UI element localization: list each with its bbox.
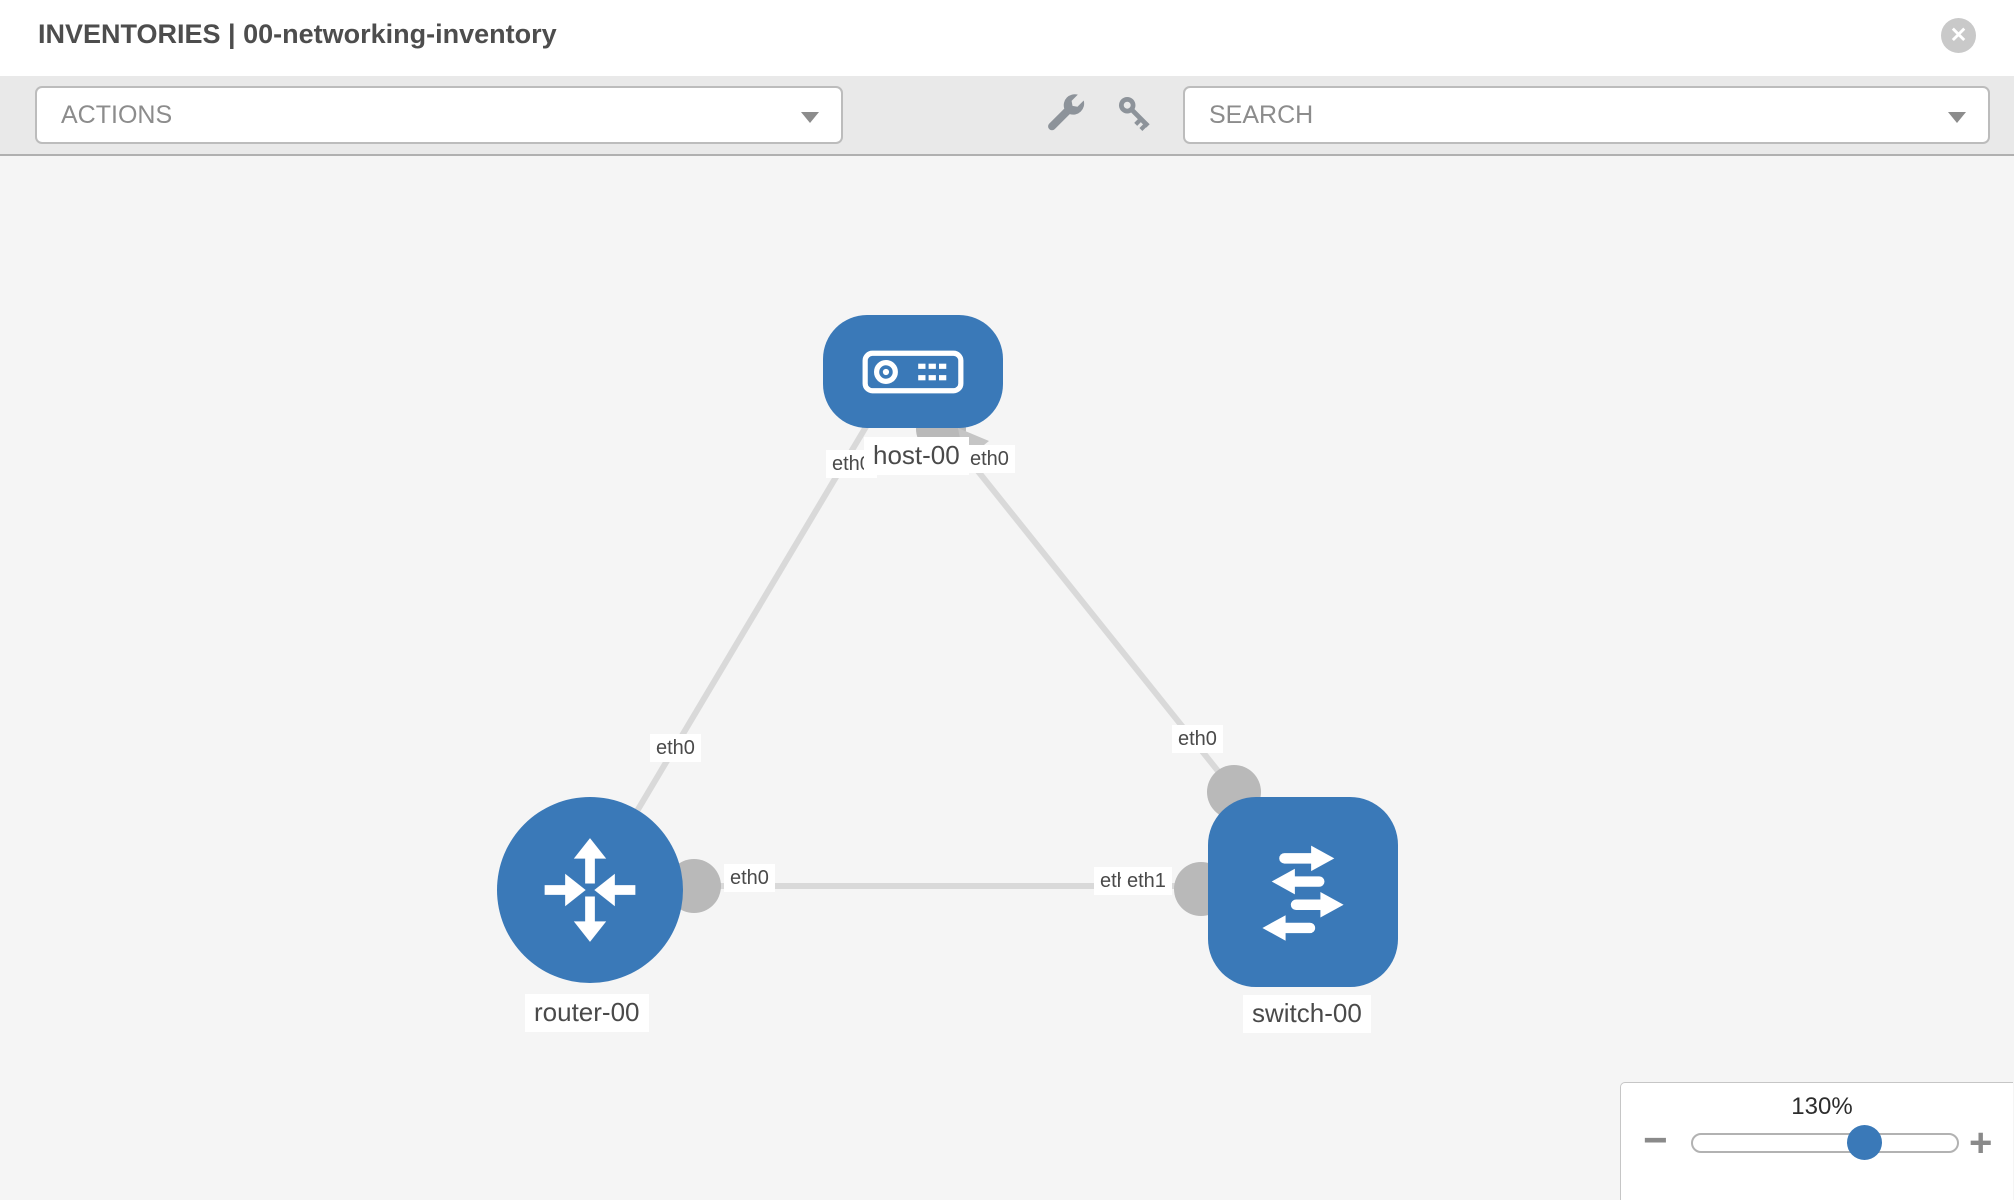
search-dropdown[interactable]: SEARCH (1183, 86, 1990, 144)
chevron-down-icon (801, 112, 819, 123)
interface-label-router-eth0-uplink: eth0 (650, 734, 701, 762)
search-dropdown-placeholder: SEARCH (1209, 100, 1314, 129)
zoom-in-button[interactable]: + (1969, 1121, 1993, 1165)
actions-dropdown-label: ACTIONS (61, 100, 173, 129)
node-label-router: router-00 (525, 994, 649, 1032)
topology-canvas[interactable] (0, 156, 2014, 1200)
window-header: INVENTORIES | 00-networking-inventory ✕ (0, 0, 2014, 76)
interface-label-switch-eth0-uplink: eth0 (1172, 725, 1223, 753)
node-label-switch: switch-00 (1243, 995, 1371, 1033)
node-router-00[interactable] (497, 797, 683, 983)
zoom-out-button[interactable]: − (1643, 1116, 1668, 1163)
node-label-host: host-00 (864, 437, 969, 475)
node-switch-00[interactable] (1208, 797, 1398, 987)
key-icon[interactable] (1113, 91, 1157, 135)
interface-label-host-eth0-right: eth0 (964, 445, 1015, 473)
zoom-slider-thumb[interactable] (1847, 1125, 1882, 1160)
close-icon[interactable]: ✕ (1941, 18, 1976, 53)
chevron-down-icon (1948, 112, 1966, 123)
interface-label-router-eth0: eth0 (724, 864, 775, 892)
wrench-icon[interactable] (1043, 91, 1087, 135)
actions-dropdown[interactable]: ACTIONS (35, 86, 843, 144)
page-title: INVENTORIES | 00-networking-inventory (38, 19, 557, 49)
switch-icon (1262, 845, 1344, 941)
toolbar: ACTIONS SEARCH (0, 76, 2014, 156)
zoom-slider-track[interactable] (1691, 1133, 1959, 1153)
router-icon (544, 838, 636, 942)
zoom-control-panel: 130% − + (1620, 1082, 2013, 1200)
zoom-level-value: 130% (1791, 1093, 1853, 1120)
host-icon (862, 350, 964, 393)
interface-label-switch-eth1: eth1 (1121, 867, 1172, 895)
node-host-00[interactable] (823, 315, 1003, 428)
